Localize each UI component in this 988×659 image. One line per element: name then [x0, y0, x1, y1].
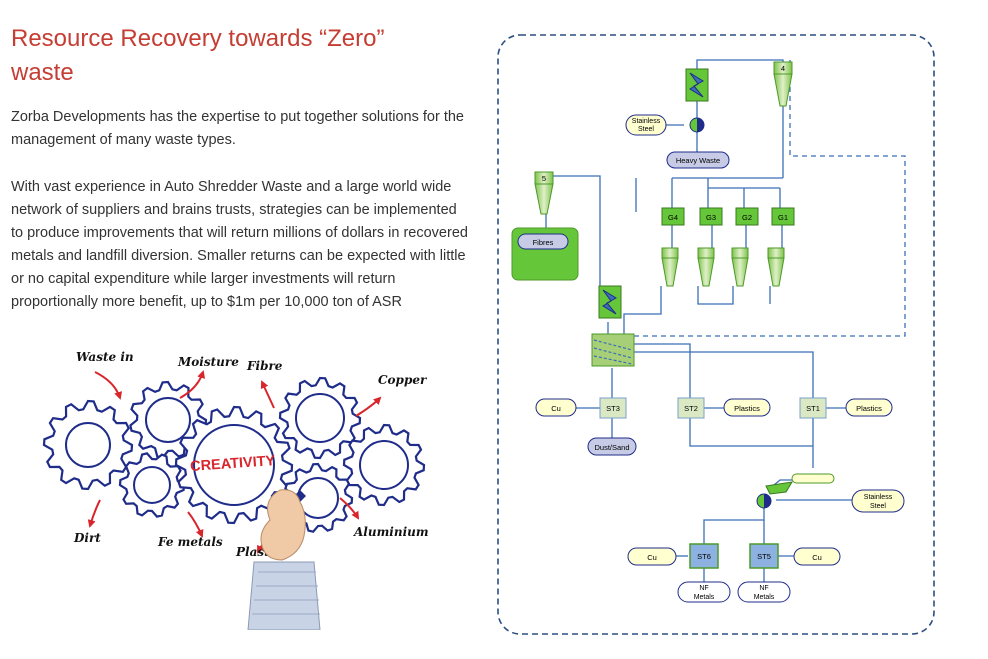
cu-left-pill — [535, 398, 577, 417]
flow-lines — [544, 59, 852, 584]
creativity-label: CREATIVITY — [190, 453, 276, 475]
cu-st6-pill — [627, 547, 677, 566]
recirculation-line — [634, 60, 906, 337]
experience-paragraph: With vast experience in Auto Shredder Wa… — [11, 179, 468, 310]
station-st6 — [689, 543, 719, 569]
heavy-waste-label: Heavy Waste — [676, 156, 720, 165]
stainless-steel-top-pill — [625, 114, 667, 136]
gate-g1-label: G1 — [778, 213, 788, 222]
nf-metals-2-pill — [737, 581, 791, 603]
small-cyclone-1-top — [661, 247, 679, 259]
process-flow-diagram: 4 Stainless Steel Heavy Waste 5 Fibres G… — [497, 34, 935, 635]
arrow-dirt — [87, 499, 101, 528]
label-waste-in: Waste in — [76, 350, 134, 364]
label-fe-metals: Fe metals — [157, 535, 223, 549]
nf-metals-1-pill — [677, 581, 731, 603]
st3-label: ST3 — [606, 404, 620, 413]
stainless-steel-bottom-line1: Stainless — [864, 494, 893, 501]
nf-metals-1-line1: NF — [699, 585, 708, 592]
gate-g1 — [771, 207, 795, 226]
gear-group — [42, 376, 426, 533]
magnet-separator-bottom — [756, 493, 772, 509]
small-cyclone-3-top — [731, 247, 749, 259]
nf-metals-2-line1: NF — [759, 585, 768, 592]
cu-st5-pill — [793, 547, 841, 566]
st2-label: ST2 — [684, 404, 698, 413]
plastics-mid-pill — [723, 398, 771, 417]
gate-g4-label: G4 — [668, 213, 678, 222]
st6-label: ST6 — [697, 552, 711, 561]
label-fibre: Fibre — [246, 359, 283, 373]
cyclone-5-label: 5 — [542, 174, 546, 183]
plastics-right-label: Plastics — [856, 404, 882, 413]
fibres-label: Fibres — [533, 238, 554, 247]
vibrating-screen — [591, 333, 635, 367]
label-copper: Copper — [378, 373, 428, 387]
gear-top-right-hub — [295, 393, 345, 443]
creativity-gears-illustration: CREATIVITY Waste in Moisture Fibre Coppe… — [42, 350, 429, 630]
gear-center-large-hub — [193, 424, 275, 506]
heavy-waste-pill — [666, 151, 730, 169]
dust-sand-label: Dust/Sand — [594, 443, 629, 452]
arrow-aluminium — [339, 497, 360, 520]
gate-g2 — [735, 207, 759, 226]
gear-top-small-hub — [145, 397, 191, 443]
plastics-mid-label: Plastics — [734, 404, 760, 413]
small-cyclone-2-cone — [697, 257, 715, 287]
arrow-fe-metals — [187, 511, 204, 538]
label-dirt: Dirt — [73, 531, 101, 545]
stainless-steel-top-line1: Stainless — [632, 118, 661, 125]
gate-g3-label: G3 — [706, 213, 716, 222]
gate-g2-label: G2 — [742, 213, 752, 222]
cyclone-4-label: 4 — [781, 64, 785, 73]
cu-st5-label: Cu — [812, 553, 822, 562]
gear-left-large-hub — [65, 422, 111, 468]
cyclone-4 — [773, 61, 793, 107]
arrow-fibre — [260, 380, 275, 409]
stainless-steel-bottom-pill — [851, 489, 905, 513]
stainless-steel-bottom-line2: Steel — [870, 503, 886, 510]
label-aluminium: Aluminium — [353, 525, 429, 539]
page-title: Resource Recovery towards “Zero” waste — [11, 25, 385, 86]
gear-right-hub — [359, 440, 409, 490]
stainless-steel-top-line2: Steel — [638, 126, 654, 133]
arrow-moisture — [179, 370, 206, 399]
arrow-copper — [355, 396, 382, 417]
conveyor-chute — [765, 473, 835, 495]
magnet-separator-top — [689, 117, 705, 133]
diagram-border — [497, 34, 935, 635]
hand-with-marker — [247, 489, 321, 630]
plastics-right-pill — [845, 398, 893, 417]
label-moisture: Moisture — [177, 355, 239, 369]
arrow-waste-in — [94, 371, 123, 400]
small-cyclone-4-top — [767, 247, 785, 259]
small-cyclone-3-cone — [731, 257, 749, 287]
st1-label: ST1 — [806, 404, 820, 413]
cu-left-label: Cu — [551, 404, 561, 413]
nf-metals-1-line2: Metals — [694, 594, 715, 601]
small-cyclone-1-cone — [661, 257, 679, 287]
mid-shredder-unit — [598, 285, 622, 319]
st5-label: ST5 — [757, 552, 771, 561]
top-shredder-unit — [685, 68, 709, 102]
small-cyclones — [661, 247, 785, 287]
nf-metals-2-line2: Metals — [754, 594, 775, 601]
small-cyclone-2-top — [697, 247, 715, 259]
station-st5 — [749, 543, 779, 569]
station-st1 — [799, 397, 827, 419]
dust-sand-pill — [587, 437, 637, 456]
intro-paragraph: Zorba Developments has the expertise to … — [11, 109, 464, 148]
gear-bottom-small-hub — [133, 466, 171, 504]
gate-g4 — [661, 207, 685, 226]
station-st3 — [599, 397, 627, 419]
cu-st6-label: Cu — [647, 553, 657, 562]
fibres-pill — [517, 233, 569, 250]
gate-g3 — [699, 207, 723, 226]
station-st2 — [677, 397, 705, 419]
small-cyclone-4-cone — [767, 257, 785, 287]
cyclone-5 — [534, 171, 554, 215]
